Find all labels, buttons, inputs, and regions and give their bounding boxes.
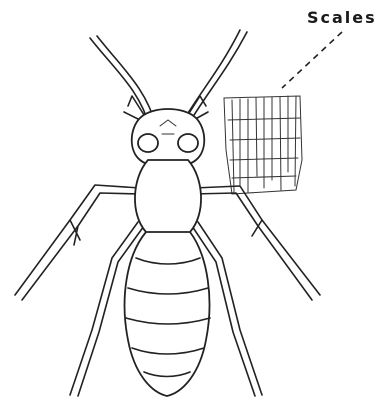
scales-leader-line: [282, 32, 342, 88]
insect-thorax: [135, 160, 201, 240]
scales-label: Scales: [307, 8, 377, 27]
insect-abdomen: [125, 232, 210, 396]
scales-detail: [224, 96, 302, 194]
insect-head: [132, 109, 205, 168]
